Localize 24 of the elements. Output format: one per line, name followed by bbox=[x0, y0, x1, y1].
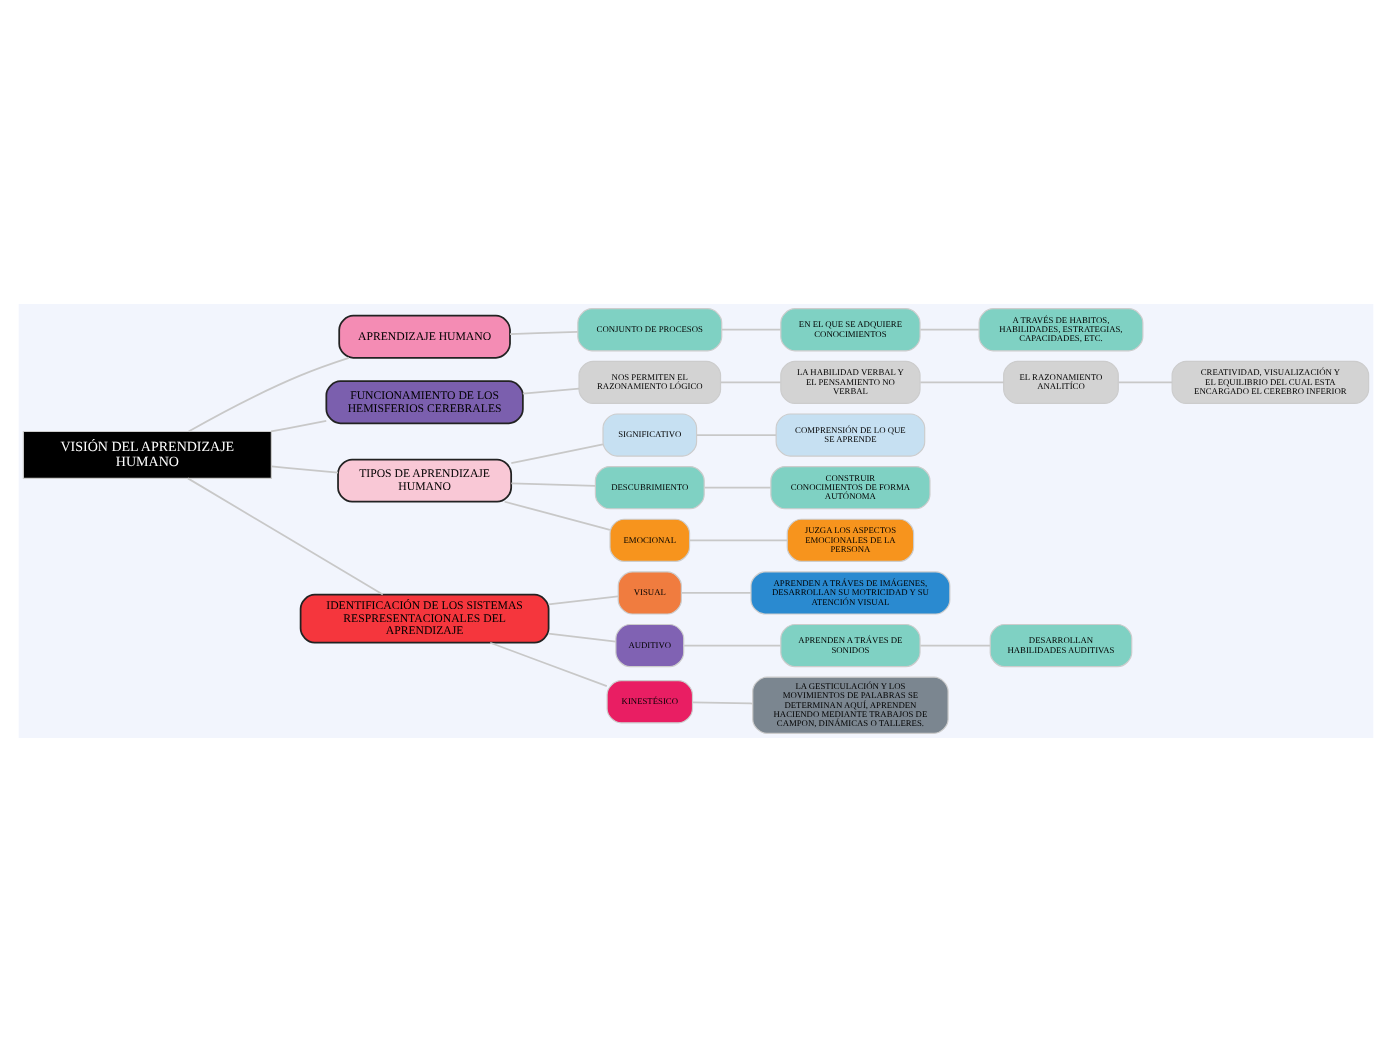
connector bbox=[489, 640, 608, 687]
connector bbox=[547, 594, 619, 605]
connector bbox=[270, 464, 339, 473]
connector bbox=[510, 442, 604, 463]
connector bbox=[683, 643, 782, 646]
connector bbox=[509, 330, 579, 334]
connector bbox=[187, 476, 384, 595]
connector bbox=[522, 386, 580, 394]
connector bbox=[680, 591, 752, 593]
connector bbox=[919, 327, 980, 330]
connector bbox=[703, 485, 772, 488]
connector bbox=[270, 419, 328, 432]
connector bbox=[691, 700, 754, 704]
connector bbox=[919, 643, 991, 646]
connector bbox=[720, 380, 782, 383]
connector bbox=[510, 481, 597, 486]
connector bbox=[721, 327, 782, 330]
connector bbox=[547, 631, 617, 642]
connector bbox=[696, 433, 777, 435]
connector bbox=[187, 355, 350, 432]
connector bbox=[919, 380, 1005, 383]
connector bbox=[503, 499, 611, 530]
connector bbox=[688, 538, 789, 541]
connector bbox=[1117, 380, 1173, 383]
